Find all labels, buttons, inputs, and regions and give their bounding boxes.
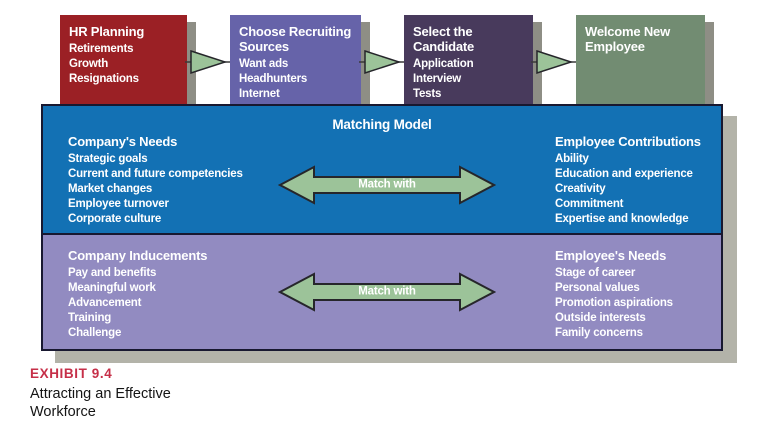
column-item: Expertise and knowledge <box>555 213 689 225</box>
matching-model-needs-section: Matching Model Company's Needs Strategic… <box>43 106 721 233</box>
flow-step-choose-recruiting-sources: Choose Recruiting Sources Want ads Headh… <box>230 15 361 104</box>
column-item: Meaningful work <box>68 282 156 294</box>
column-item: Advancement <box>68 297 142 309</box>
match-with-arrow-icon: Match with <box>278 271 496 313</box>
flow-step-welcome-new-employee: Welcome New Employee <box>576 15 705 104</box>
column-heading: Company Inducements <box>68 248 208 263</box>
column-item: Promotion aspirations <box>555 297 673 309</box>
company-needs-column: Company's Needs Strategic goals Current … <box>68 133 243 227</box>
column-item: Strategic goals <box>68 153 148 165</box>
matching-model: Matching Model Company's Needs Strategic… <box>41 104 723 351</box>
column-item: Education and experience <box>555 168 693 180</box>
column-item: Ability <box>555 153 589 165</box>
exhibit-number: EXHIBIT 9.4 <box>30 366 113 381</box>
column-item: Pay and benefits <box>68 267 157 279</box>
column-item: Corporate culture <box>68 213 162 225</box>
column-item: Current and future competencies <box>68 168 243 180</box>
column-heading: Company's Needs <box>68 134 178 149</box>
match-with-label: Match with <box>358 178 416 191</box>
flow-step-item: Retirements <box>69 43 134 55</box>
flow-arrow-icon <box>185 49 231 75</box>
flow-step-title: Welcome New Employee <box>585 24 670 54</box>
column-item: Creativity <box>555 183 606 195</box>
exhibit-title-line: Workforce <box>30 404 96 420</box>
flow-step-item: Growth <box>69 58 109 70</box>
exhibit-title: Attracting an Effective Workforce <box>30 385 171 421</box>
employee-contributions-column: Employee Contributions Ability Education… <box>555 133 701 227</box>
flow-arrow-icon <box>359 49 405 75</box>
column-heading: Employee Contributions <box>555 134 701 149</box>
flow-step-title: Choose Recruiting Sources <box>239 24 352 54</box>
flow-step-hr-planning: HR Planning Retirements Growth Resignati… <box>60 15 187 104</box>
flow-arrow-icon <box>531 49 577 75</box>
column-item: Employee turnover <box>68 198 169 210</box>
flow-step-item: Internet <box>239 88 280 100</box>
flow-step-item: Resignations <box>69 73 139 85</box>
column-heading: Employee's Needs <box>555 248 667 263</box>
flow-step-title: Select the Candidate <box>413 24 475 54</box>
column-item: Commitment <box>555 198 624 210</box>
match-with-arrow-icon: Match with <box>278 164 496 206</box>
box-shadow <box>705 22 714 104</box>
flow-step-item: Want ads <box>239 58 289 70</box>
column-item: Stage of career <box>555 267 636 279</box>
match-with-label: Match with <box>358 285 416 298</box>
flow-step-item: Application <box>413 58 474 70</box>
flow-step-item: Headhunters <box>239 73 308 85</box>
flow-step-item: Interview <box>413 73 462 85</box>
flow-step-title: HR Planning <box>69 24 145 39</box>
column-item: Personal values <box>555 282 640 294</box>
company-inducements-column: Company Inducements Pay and benefits Mea… <box>68 247 207 341</box>
exhibit-title-line: Attracting an Effective <box>30 386 171 402</box>
column-item: Training <box>68 312 112 324</box>
matching-model-title: Matching Model <box>332 117 432 132</box>
employee-needs-column: Employee's Needs Stage of career Persona… <box>555 247 673 341</box>
flow-step-select-the-candidate: Select the Candidate Application Intervi… <box>404 15 533 104</box>
flow-step-item: Tests <box>413 88 442 100</box>
column-item: Family concerns <box>555 327 643 339</box>
column-item: Outside interests <box>555 312 646 324</box>
column-item: Market changes <box>68 183 153 195</box>
column-item: Challenge <box>68 327 122 339</box>
matching-model-inducements-section: Company Inducements Pay and benefits Mea… <box>43 233 721 349</box>
